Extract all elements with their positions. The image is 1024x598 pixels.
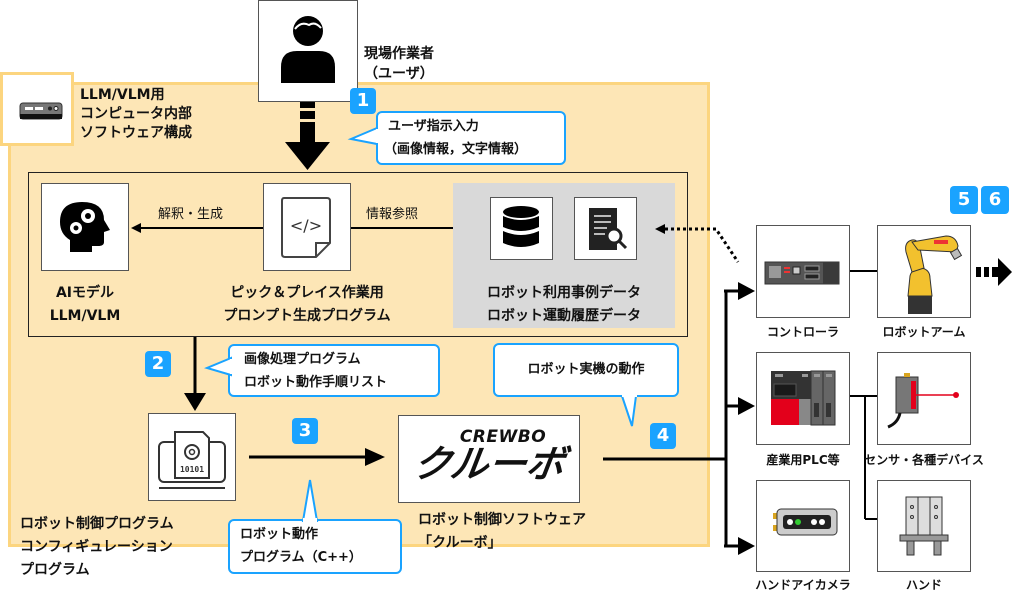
user-input-callout-line2: （画像情報，文字情報） [384,142,528,157]
user-label: 現場作業者 （ユーザ） [364,44,434,84]
callout-pointer-3 [301,479,319,524]
ai-model-label: AIモデル LLM/VLM [40,282,130,328]
sensor-icon [887,373,959,429]
plc-icon [771,370,836,426]
user-input-arrow [285,102,330,170]
step2-arrow [184,337,206,411]
step-badge-4: 4 [650,423,676,449]
gripper-hand-icon [899,496,949,556]
plc-box [756,352,850,445]
crewbo-label-line2: 「クルーボ」 [418,535,502,551]
step-badge-1: 1 [350,88,376,114]
step-badge-2: 2 [145,351,171,377]
user-box [258,0,358,102]
mini-pc-icon [19,102,63,120]
output-arrow [976,258,1012,286]
user-label-line1: 現場作業者 [364,46,434,62]
config-program-label: ロボット制御プログラム コンフィギュレーション プログラム [20,513,174,582]
robot-data-label-line1: ロボット利用事例データ [487,285,641,301]
output-callout-line2: ロボット動作手順リスト [244,375,388,390]
hand-label: ハンド [905,578,942,592]
robot-data-label: ロボット利用事例データ ロボット運動履歴データ [453,282,675,328]
database-box [490,197,553,260]
hand-box [877,480,971,572]
document-search-box [574,197,637,260]
svg-text:</>: </> [290,216,322,235]
robot-arm-box [877,225,971,318]
prompt-generator-box: </> [263,183,351,271]
data-feedback-arrow [655,224,740,263]
step-badge-5: 5 [950,186,978,214]
device-bus-lines [603,282,755,555]
step-badge-6: 6 [981,186,1009,214]
reference-edge-label: 情報参照 [366,207,419,222]
crewbo-logo-box: CREWBO クルーボ [398,415,580,503]
hand-camera-label: ハンドアイカメラ [755,578,851,592]
callout-pointer-1 [347,126,380,146]
computer-title: LLM/VLM用 コンピュータ内部 ソフトウェア構成 [80,86,192,143]
program-callout: ロボット動作 プログラム（C++） [228,519,402,574]
step-badge-3: 3 [292,418,318,444]
user-input-callout: ユーザ指示入力 （画像情報，文字情報） [376,111,566,165]
plc-label: 産業用PLC等 [766,453,840,467]
svg-text:10101: 10101 [180,465,204,474]
config-program-icon: 10101 [158,431,226,489]
ai-model-label-line1: AIモデル [55,285,115,301]
controller-arm-link [850,270,878,272]
user-label-line2: （ユーザ） [364,66,434,82]
crewbo-label-line1: ロボット制御ソフトウェア [418,512,586,528]
prompt-generator-label-line2: プロンプト生成プログラム [223,308,391,324]
config-program-box: 10101 [148,413,236,501]
database-icon [503,206,539,247]
robot-arm-label: ロボットアーム [882,325,966,339]
sensor-box [877,352,971,445]
config-program-label-line3: プログラム [20,562,90,578]
llm-software-block [28,172,688,337]
computer-title-line1: LLM/VLM用 [80,87,165,103]
crewbo-label: ロボット制御ソフトウェア 「クルーボ」 [418,509,586,555]
output-callout: 画像処理プログラム ロボット動作手順リスト [228,344,440,397]
plc-device-links [850,395,878,520]
interpret-edge-label: 解釈・生成 [158,207,224,222]
computer-title-line3: ソフトウェア構成 [80,125,192,141]
callout-pointer-2 [204,356,235,377]
config-program-label-line2: コンフィギュレーション [20,539,173,555]
robot-arm-icon [905,235,963,314]
prompt-generator-label-line1: ピック＆プレイス作業用 [230,285,384,301]
sensor-label: センサ・各種デバイス [864,453,984,467]
reference-edge-line [351,227,456,229]
controller-box [756,225,850,318]
crewbo-logo-en: CREWBO [459,427,547,447]
ai-model-label-line2: LLM/VLM [49,308,121,324]
controller-icon [764,261,840,285]
computer-icon-box [0,72,74,146]
code-file-icon: </> [281,197,331,258]
callout-pointer-4 [620,392,638,427]
hand-camera-icon [773,508,838,536]
person-icon [281,16,335,83]
step3-arrow [249,448,385,466]
prompt-generator-label: ピック＆プレイス作業用 プロンプト生成プログラム [200,282,414,328]
program-callout-line1: ロボット動作 [240,527,319,542]
ai-model-box [41,183,129,271]
config-program-label-line1: ロボット制御プログラム [20,516,174,532]
hand-camera-box [756,480,850,572]
interpret-edge-arrow [131,223,264,233]
crewbo-logo-jp: クルーボ [410,442,568,486]
controller-label: コントローラ [766,325,839,339]
robot-data-label-line2: ロボット運動履歴データ [487,308,641,324]
output-callout-line1: 画像処理プログラム [244,352,361,367]
robot-action-callout: ロボット実機の動作 [493,343,679,397]
computer-title-line2: コンピュータ内部 [80,106,192,122]
program-callout-line2: プログラム（C++） [240,550,362,565]
document-search-icon [589,208,628,250]
user-input-callout-line1: ユーザ指示入力 [388,119,479,134]
ai-head-gears-icon [60,202,110,252]
